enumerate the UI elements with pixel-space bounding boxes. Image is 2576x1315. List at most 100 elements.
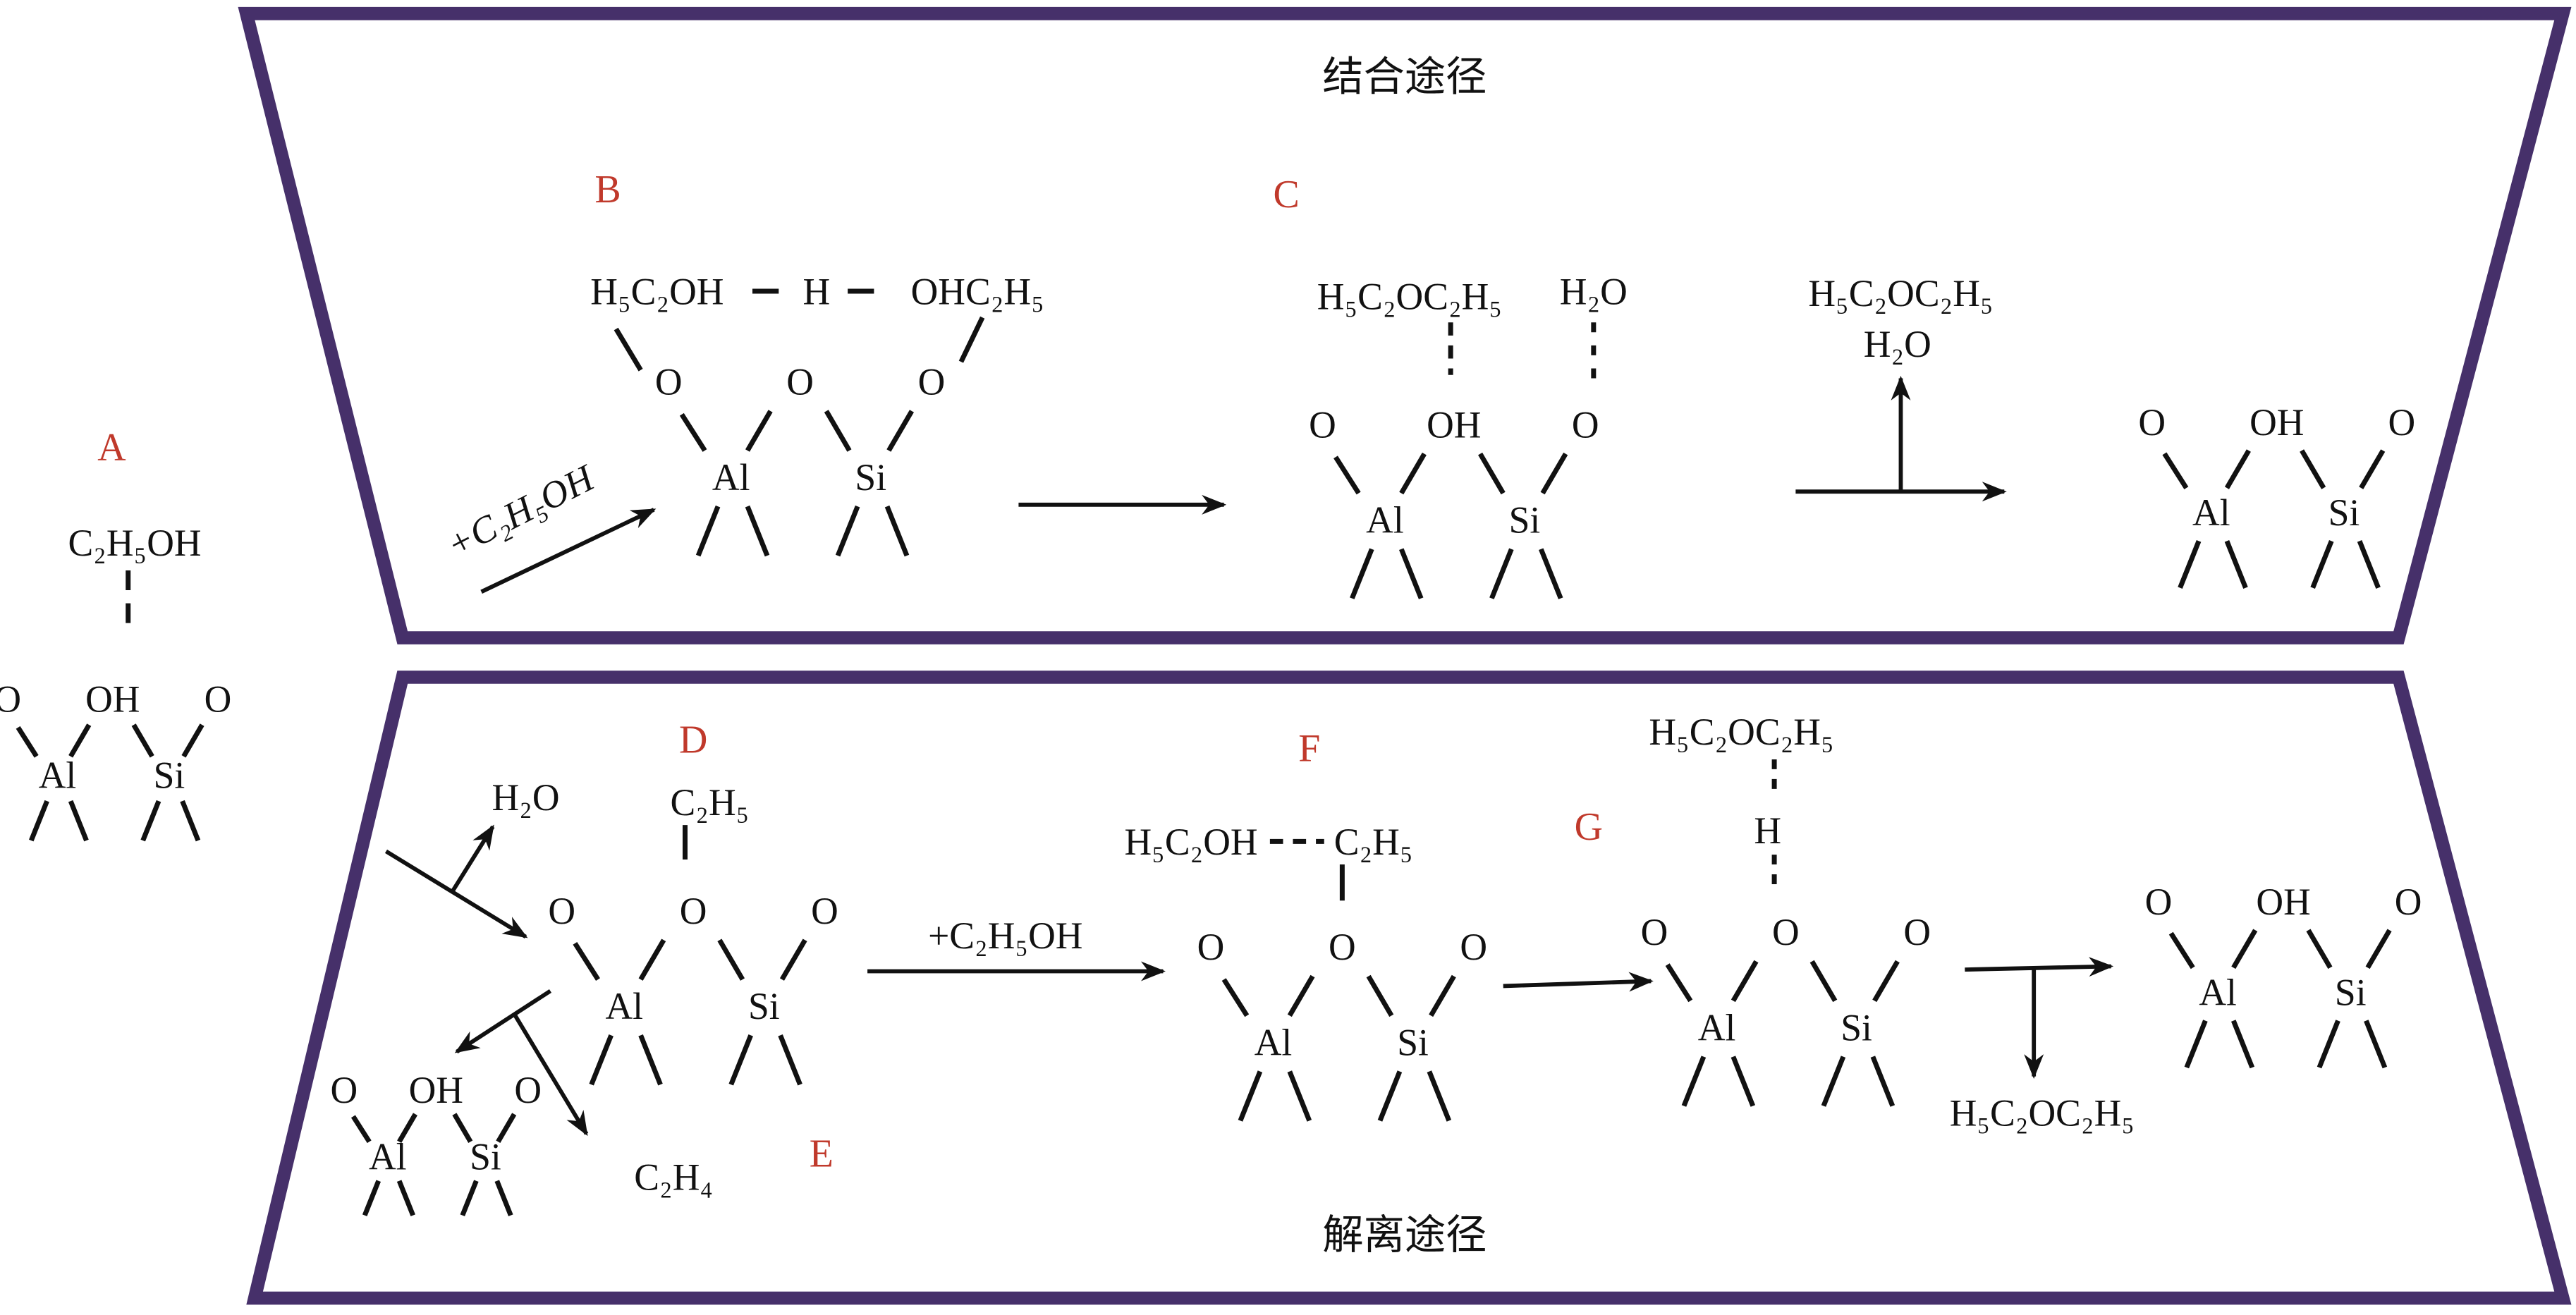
bond-line (350, 1115, 372, 1144)
bond-line (396, 1180, 415, 1216)
bridging-oxygen-atom: OH (2250, 401, 2304, 444)
top-released-water: H₂O (1864, 323, 1931, 365)
e-ethylene-formula: C₂H₄ (634, 1156, 713, 1198)
df-reagent-label: +C₂H₅OH (928, 915, 1082, 957)
oxygen-atom: O (655, 361, 683, 403)
g-to-product-arrow (1965, 957, 2114, 977)
bond-line (1333, 455, 1361, 495)
silicon-atom: Si (470, 1135, 501, 1178)
bond-line (181, 723, 205, 758)
bridging-oxygen-atom: O (1772, 911, 1800, 953)
label-a: A (97, 426, 126, 470)
label-b: B (594, 168, 621, 212)
label-g: G (1575, 805, 1603, 849)
silicon-atom: Si (748, 985, 780, 1027)
bond-line (1399, 548, 1424, 599)
aluminum-atom: Al (39, 754, 77, 796)
bridging-oxygen-atom: OH (1427, 403, 1481, 446)
bridging-oxygen-atom: OH (2256, 881, 2310, 923)
oxygen-atom: O (330, 1069, 358, 1111)
bond-line (1350, 548, 1374, 599)
bond-line (2178, 540, 2202, 589)
bond-line (695, 505, 721, 557)
bond-line (362, 1180, 381, 1216)
label-c: C (1274, 173, 1300, 216)
bond-line (1489, 548, 1514, 599)
f-ethanol-formula: H₅C₂OH (1124, 821, 1257, 863)
bond-line (496, 1113, 517, 1144)
bond-line (1730, 1056, 1756, 1107)
bond-line (589, 1034, 614, 1086)
silicon-atom: Si (154, 754, 185, 796)
bond-line (1287, 1070, 1312, 1122)
oxygen-atom: O (2395, 881, 2422, 923)
bond-line (2231, 929, 2258, 970)
bond-line (1870, 1056, 1896, 1107)
oxygen-atom: O (2138, 401, 2166, 444)
bond-line (68, 800, 89, 842)
silicon-atom: Si (1841, 1006, 1872, 1048)
bottom-released-ether: H₅C₂OC₂H₅ (1950, 1091, 2135, 1134)
bond-line (1665, 963, 1693, 1003)
combination-pathway-title: 结合途径 (1322, 53, 1487, 101)
bond-line (2300, 449, 2326, 489)
bond-line (131, 723, 154, 758)
bond-line (1377, 1070, 1403, 1122)
bond-line (884, 505, 910, 557)
aluminum-atom: Al (1366, 499, 1404, 541)
oxygen-atom: O (2388, 401, 2415, 444)
b-bond-o-left (614, 327, 643, 372)
b-reagent-label: +C₂H₅OH (439, 455, 602, 566)
bond-line (29, 800, 49, 842)
bond-line (779, 938, 807, 981)
c-water-formula: H₂O (1560, 271, 1628, 313)
bond-line (2224, 540, 2248, 589)
bond-line (573, 941, 600, 981)
oxygen-atom: O (2145, 881, 2173, 923)
bond-line (1399, 452, 1427, 495)
bond-line (2364, 1020, 2388, 1069)
bond-line (1429, 974, 1456, 1017)
bond-line (460, 1180, 479, 1216)
bond-line (717, 938, 745, 981)
aluminum-atom: Al (605, 985, 643, 1027)
oxygen-atom: O (1197, 926, 1225, 968)
bridging-oxygen-atom: O (1329, 926, 1356, 968)
bond-line (745, 410, 773, 452)
oxygen-atom: O (1641, 911, 1668, 953)
g-hydrogen: H (1754, 809, 1781, 852)
bond-line (2316, 1020, 2340, 1069)
bond-line (1478, 452, 1506, 495)
bond-line (1681, 1056, 1707, 1107)
bond-line (1872, 960, 1900, 1003)
dissociation-pathway-title: 解离途径 (1322, 1211, 1487, 1259)
d-ethylene-release-arrow (512, 1013, 589, 1137)
oxygen-atom: O (1309, 403, 1336, 446)
bond-line (68, 723, 92, 758)
g-ether-formula: H₅C₂OC₂H₅ (1649, 711, 1833, 753)
bond-line (1238, 1070, 1263, 1122)
bond-line (1539, 548, 1563, 599)
oxygen-atom: O (514, 1069, 542, 1111)
label-e: E (810, 1132, 834, 1176)
b-left-ethanol: H₅C₂OH (590, 271, 724, 313)
bridging-oxygen-atom: O (786, 361, 814, 403)
bond-line (2306, 929, 2333, 970)
label-d: D (679, 718, 707, 762)
aluminum-atom: Al (1698, 1006, 1736, 1048)
dissociation-pathway-frame (246, 671, 2572, 1305)
d-input-arrow (384, 849, 528, 939)
bond-line (745, 505, 770, 557)
b-bridging-h: H (803, 271, 831, 313)
silicon-atom: Si (2335, 971, 2367, 1013)
bond-line (1730, 960, 1759, 1003)
a-ethanol-formula: C₂H₅OH (68, 522, 201, 564)
bond-line (2231, 1020, 2255, 1069)
b-right-ethanol: OHC₂H₅ (911, 271, 1044, 313)
bond-line (397, 1113, 417, 1144)
